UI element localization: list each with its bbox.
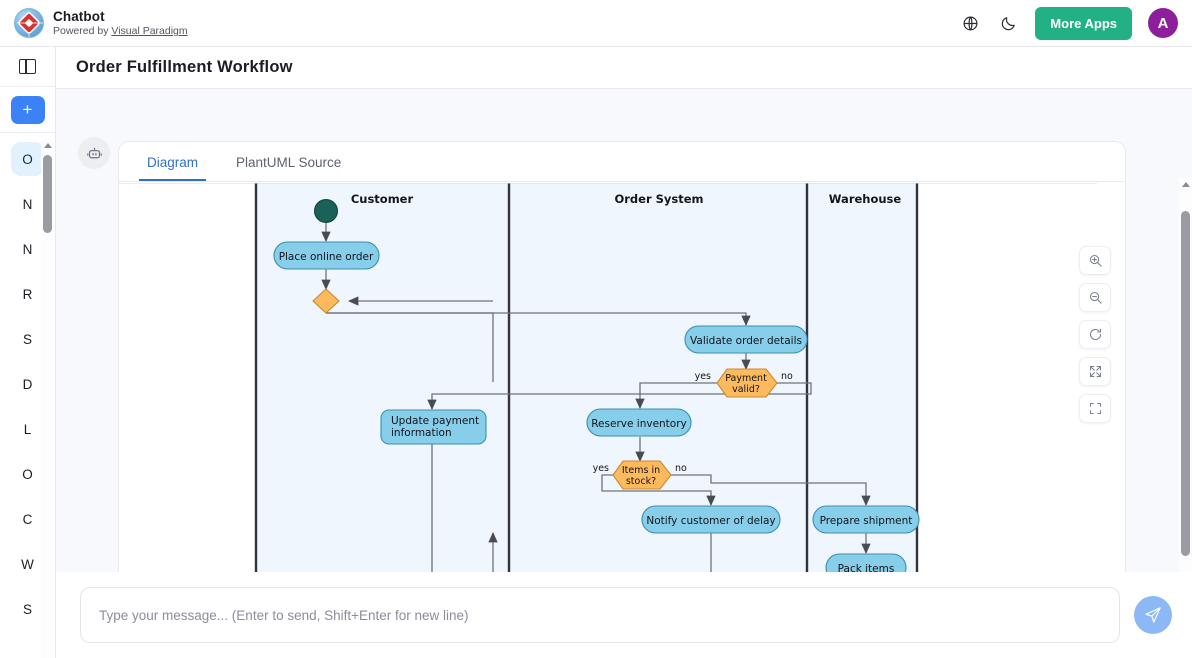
- edge-label-stock-no: no: [675, 463, 687, 474]
- node-pack-items: Pack items: [825, 553, 907, 572]
- node-merge-diamond: [312, 288, 340, 314]
- rail-item-7[interactable]: O: [22, 466, 33, 482]
- svg-text:information: information: [391, 427, 452, 439]
- rail-item-3[interactable]: R: [22, 286, 33, 302]
- robot-icon: [78, 137, 110, 169]
- node-notify-customer-of-delay: Notify customer of delay: [641, 505, 781, 534]
- canvas-scrollbar[interactable]: [1179, 178, 1192, 572]
- svg-text:Notify customer of delay: Notify customer of delay: [646, 515, 775, 527]
- zoom-out-icon: [1089, 291, 1102, 304]
- message-composer: [56, 572, 1192, 658]
- app-title: Chatbot: [53, 8, 105, 24]
- tab-diagram[interactable]: Diagram: [139, 155, 207, 181]
- rail-item-list: O N N R S D L O C W S: [0, 133, 55, 658]
- node-prepare-shipment: Prepare shipment: [812, 505, 920, 534]
- svg-text:valid?: valid?: [732, 384, 760, 395]
- fullscreen-button[interactable]: [1079, 394, 1111, 423]
- zoom-controls: [1079, 246, 1111, 423]
- zoom-out-button[interactable]: [1079, 283, 1111, 312]
- powered-by-text: Powered by: [53, 25, 109, 38]
- more-apps-button[interactable]: More Apps: [1035, 6, 1132, 40]
- svg-text:Place online order: Place online order: [279, 251, 374, 263]
- message-input[interactable]: [80, 587, 1120, 643]
- globe-icon[interactable]: [959, 12, 981, 34]
- zoom-in-button[interactable]: [1079, 246, 1111, 275]
- avatar[interactable]: A: [1148, 8, 1178, 38]
- rail-item-4[interactable]: S: [22, 331, 32, 347]
- edge-label-payment-yes: yes: [695, 371, 711, 382]
- svg-text:Reserve inventory: Reserve inventory: [591, 418, 687, 430]
- lane-title-warehouse: Warehouse: [829, 192, 902, 206]
- node-place-online-order: Place online order: [273, 241, 380, 270]
- svg-text:Payment: Payment: [725, 373, 767, 384]
- edge-label-stock-yes: yes: [593, 463, 609, 474]
- reset-rotate-icon: [1089, 328, 1101, 340]
- rail-item-2[interactable]: N: [22, 241, 33, 257]
- fullscreen-icon: [1089, 402, 1101, 415]
- page-header: Order Fulfillment Workflow: [56, 47, 1192, 89]
- node-start: [314, 199, 338, 223]
- fit-screen-button[interactable]: [1079, 357, 1111, 386]
- diagram-card: Diagram PlantUML Source: [118, 141, 1126, 572]
- svg-text:Pack items: Pack items: [838, 563, 895, 572]
- new-chat-button[interactable]: +: [10, 95, 45, 124]
- page-title: Order Fulfillment Workflow: [76, 58, 293, 76]
- node-items-in-stock-decision: Items in stock?: [612, 460, 672, 490]
- top-bar: Chatbot Powered by Visual Paradigm More …: [0, 0, 1192, 47]
- reset-view-button[interactable]: [1079, 320, 1111, 349]
- svg-text:Validate order details: Validate order details: [690, 335, 802, 347]
- card-tabs: Diagram PlantUML Source: [119, 142, 1125, 182]
- visual-paradigm-link[interactable]: Visual Paradigm: [111, 25, 188, 38]
- node-validate-order-details: Validate order details: [684, 325, 808, 354]
- svg-text:Prepare shipment: Prepare shipment: [820, 515, 913, 527]
- node-update-payment-information: Update payment information: [380, 409, 487, 445]
- rail-item-6[interactable]: L: [23, 421, 32, 437]
- rail-scrollbar[interactable]: [41, 139, 54, 658]
- rail-item-9[interactable]: W: [21, 556, 34, 572]
- node-payment-valid-decision: Payment valid?: [716, 368, 778, 398]
- moon-icon[interactable]: [997, 12, 1019, 34]
- rail-item-10[interactable]: S: [22, 601, 32, 617]
- svg-text:stock?: stock?: [626, 476, 656, 487]
- panel-toggle-icon: [19, 59, 36, 74]
- diagram-canvas-area: Diagram PlantUML Source: [56, 89, 1192, 572]
- lane-title-order-system: Order System: [614, 192, 703, 206]
- svg-text:Update payment: Update payment: [391, 415, 479, 427]
- rail-item-5[interactable]: D: [22, 376, 33, 392]
- globe-diamond-logo-icon: [14, 8, 44, 38]
- zoom-in-icon: [1089, 254, 1102, 267]
- edge-label-payment-no: no: [781, 371, 793, 382]
- lane-title-customer: Customer: [351, 192, 414, 206]
- left-rail: + O N N R S D L O C W S: [0, 47, 56, 658]
- activity-diagram: Customer Order System Warehouse: [119, 183, 1097, 572]
- expand-icon: [1089, 365, 1101, 378]
- panel-toggle-button[interactable]: [0, 47, 55, 87]
- send-paper-plane-icon: [1145, 607, 1161, 623]
- diagram-viewport[interactable]: Customer Order System Warehouse: [119, 183, 1125, 572]
- powered-by: Powered by Visual Paradigm: [53, 25, 188, 37]
- brand: Chatbot Powered by Visual Paradigm: [14, 8, 188, 38]
- rail-item-1[interactable]: N: [22, 196, 33, 212]
- node-reserve-inventory: Reserve inventory: [586, 408, 692, 437]
- rail-item-8[interactable]: C: [22, 511, 33, 527]
- send-button[interactable]: [1134, 596, 1172, 634]
- tab-plantuml-source[interactable]: PlantUML Source: [228, 155, 349, 181]
- svg-text:Items in: Items in: [622, 465, 660, 476]
- rail-item-0[interactable]: O: [10, 142, 45, 176]
